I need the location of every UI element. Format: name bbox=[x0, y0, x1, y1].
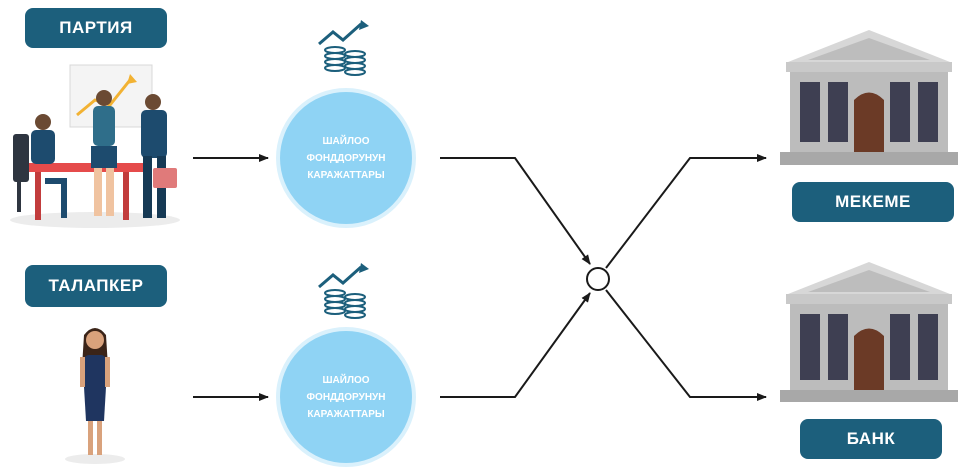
election-funds-text: ШАЙЛОО ФОНДДОРУНУН КАРАЖАТТАРЫ bbox=[306, 374, 386, 420]
money-growth-icon bbox=[318, 20, 369, 76]
bank-label: БАНК bbox=[800, 419, 942, 459]
institution-label: МЕКЕМЕ bbox=[792, 182, 954, 222]
bank-building-icon bbox=[780, 262, 958, 402]
candidate-label: ТАЛАПКЕР bbox=[25, 265, 167, 307]
party-label: ПАРТИЯ bbox=[25, 8, 167, 48]
election-funds-circle-bottom: ШАЙЛОО ФОНДДОРУНУН КАРАЖАТТАРЫ bbox=[276, 327, 416, 467]
arrow-fund-bottom-to-junction bbox=[440, 292, 591, 398]
arrow-fund-top-to-junction bbox=[440, 157, 591, 265]
candidate-woman-icon bbox=[65, 328, 125, 464]
institution-building-icon bbox=[780, 30, 958, 165]
junction-node bbox=[586, 267, 610, 291]
arrow-junction-to-bank bbox=[605, 289, 767, 401]
election-funds-circle-top: ШАЙЛОО ФОНДДОРУНУН КАРАЖАТТАРЫ bbox=[276, 88, 416, 228]
arrow-junction-to-institution bbox=[605, 154, 767, 269]
party-meeting-icon bbox=[10, 64, 180, 228]
election-funds-text: ШАЙЛОО ФОНДДОРУНУН КАРАЖАТТАРЫ bbox=[306, 135, 386, 181]
money-growth-icon bbox=[318, 263, 369, 319]
